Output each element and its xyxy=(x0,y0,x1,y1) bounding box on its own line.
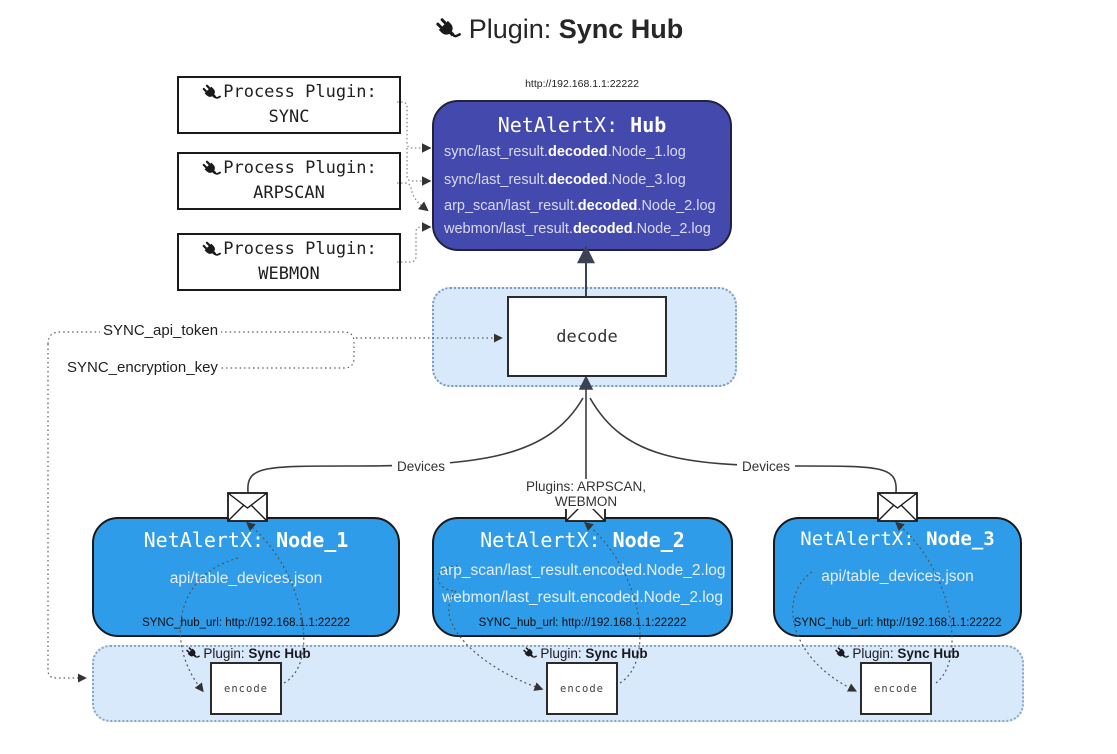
process-plugin-arpscan-box: Process Plugin: ARPSCAN xyxy=(177,152,401,210)
process-plugin-webmon-box: Process Plugin: WEBMON xyxy=(177,233,401,291)
process-plugin-label: Process Plugin: xyxy=(223,158,377,178)
node2-hub-url: SYNC_hub_url: http://192.168.1.1:22222 xyxy=(478,617,687,629)
encode-box-node1: encode xyxy=(210,662,282,715)
process-plugin-name: SYNC xyxy=(268,107,310,127)
node1-box: NetAlertX: Node_1 api/table_devices.json… xyxy=(92,517,400,637)
node2-file: webmon/last_result.encoded.Node_2.log xyxy=(442,589,723,606)
sync-api-token-label: SYNC_api_token xyxy=(100,322,222,339)
devices-right-label: Devices xyxy=(737,459,795,474)
hub-title: NetAlertX: Hub xyxy=(497,113,667,137)
plug-icon xyxy=(834,646,849,661)
process-plugin-name: WEBMON xyxy=(258,264,320,284)
process-plugin-name: ARPSCAN xyxy=(253,183,325,203)
band-plugin-label: Plugin: Sync Hub xyxy=(812,646,982,661)
sync-encryption-key-label: SYNC_encryption_key xyxy=(64,359,221,376)
process-plugin-sync-box: Process Plugin: SYNC xyxy=(177,76,401,134)
plug-icon xyxy=(201,240,221,260)
hub-log-line: webmon/last_result.decoded.Node_2.log xyxy=(444,221,711,237)
encode-box-node2: encode xyxy=(546,662,618,715)
hub-log-line: sync/last_result.decoded.Node_1.log xyxy=(444,144,686,160)
node3-file: api/table_devices.json xyxy=(821,568,974,585)
plug-icon xyxy=(201,159,221,179)
title-prefix: Plugin: xyxy=(468,14,559,44)
node2-box: NetAlertX: Node_2 arp_scan/last_result.e… xyxy=(432,517,733,637)
title-bold: Sync Hub xyxy=(558,14,684,44)
node1-hub-url: SYNC_hub_url: http://192.168.1.1:22222 xyxy=(142,617,350,629)
band-plugin-label: Plugin: Sync Hub xyxy=(163,646,333,661)
encode-box-node3: encode xyxy=(860,662,932,715)
node3-hub-url: SYNC_hub_url: http://192.168.1.1:22222 xyxy=(793,617,1002,629)
devices-left-label: Devices xyxy=(392,459,450,474)
page-title: Plugin: Sync Hub xyxy=(0,14,1117,45)
node2-title: NetAlertX: Node_2 xyxy=(480,528,685,552)
node2-file: arp_scan/last_result.encoded.Node_2.log xyxy=(439,562,726,579)
hub-url-label: http://192.168.1.1:22222 xyxy=(525,78,639,90)
process-plugin-label: Process Plugin: xyxy=(223,82,377,102)
node3-box: NetAlertX: Node_3 api/table_devices.json… xyxy=(773,517,1022,637)
band-plugin-label: Plugin: Sync Hub xyxy=(500,646,670,661)
node3-title: NetAlertX: Node_3 xyxy=(800,528,995,550)
node1-file: api/table_devices.json xyxy=(169,570,323,587)
process-plugin-label: Process Plugin: xyxy=(223,239,377,259)
plug-icon xyxy=(522,646,537,661)
plug-icon xyxy=(201,83,221,103)
plugins-mid-label: Plugins: ARPSCAN, WEBMON xyxy=(500,479,672,509)
node-to-decode-curves xyxy=(247,375,897,493)
plug-icon xyxy=(185,646,200,661)
node1-title: NetAlertX: Node_1 xyxy=(143,528,349,552)
plug-icon xyxy=(434,16,461,43)
hub-box: NetAlertX: Hub sync/last_result.decoded.… xyxy=(432,100,732,251)
hub-log-line: sync/last_result.decoded.Node_3.log xyxy=(444,172,686,188)
hub-log-line: arp_scan/last_result.decoded.Node_2.log xyxy=(444,198,716,214)
decode-box: decode xyxy=(507,296,667,377)
